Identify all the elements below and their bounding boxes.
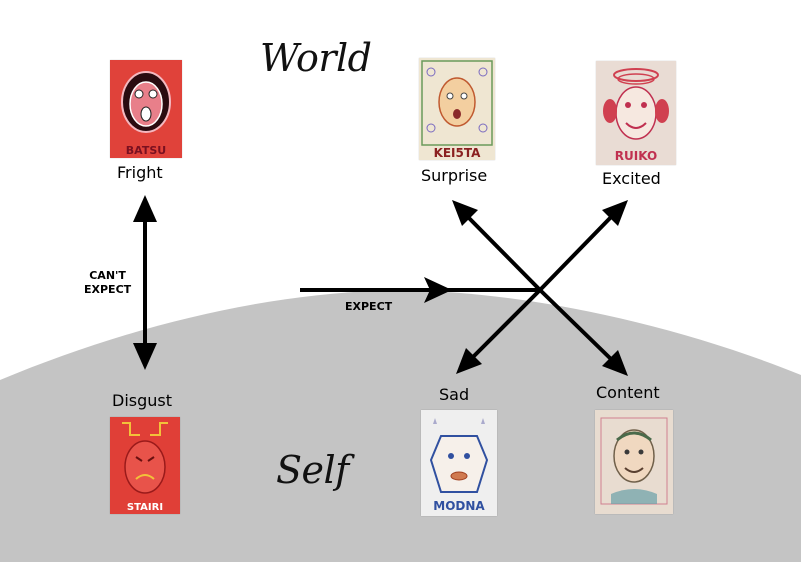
cant-expect-label: CAN'T EXPECT bbox=[84, 269, 131, 297]
excited-label: Excited bbox=[602, 169, 661, 188]
surprise-label: Surprise bbox=[421, 166, 488, 185]
disgust-label: Disgust bbox=[112, 391, 173, 410]
excited-portrait: RUIKO bbox=[596, 61, 676, 165]
content-portrait bbox=[595, 410, 673, 514]
sad-portrait-caption: MODNA bbox=[433, 499, 485, 513]
expect-arrowhead bbox=[424, 277, 452, 303]
fright-label: Fright bbox=[117, 163, 163, 182]
disgust-portrait: STAIRI bbox=[110, 417, 180, 514]
surprise-portrait-caption: KEI5TA bbox=[434, 146, 482, 160]
arrow-to-excited bbox=[538, 212, 616, 292]
sad-portrait: MODNA bbox=[421, 410, 497, 516]
arrow-to-content bbox=[538, 288, 616, 364]
content-label: Content bbox=[596, 383, 660, 402]
cant-expect-line-1: CAN'T bbox=[89, 269, 126, 282]
cant-expect-arrowhead-up bbox=[133, 195, 157, 222]
expect-label: EXPECT bbox=[345, 300, 393, 313]
arrowhead-content bbox=[602, 350, 628, 376]
excited-portrait-caption: RUIKO bbox=[615, 149, 657, 163]
cant-expect-line-2: EXPECT bbox=[84, 283, 132, 296]
fright-portrait-caption: BATSU bbox=[126, 144, 166, 157]
self-label: Self bbox=[276, 448, 349, 492]
sad-label: Sad bbox=[439, 385, 470, 404]
world-label: World bbox=[260, 36, 372, 80]
arrowhead-sad bbox=[456, 348, 482, 374]
arrowhead-surprise bbox=[452, 200, 478, 226]
arrow-to-surprise bbox=[464, 213, 542, 292]
cant-expect-arrowhead-down bbox=[133, 343, 157, 370]
surprise-portrait: KEI5TA bbox=[419, 58, 495, 160]
disgust-portrait-caption: STAIRI bbox=[127, 502, 163, 513]
fright-portrait: BATSU bbox=[110, 60, 182, 158]
arrowhead-excited bbox=[602, 200, 628, 226]
arrow-to-sad bbox=[468, 288, 542, 362]
